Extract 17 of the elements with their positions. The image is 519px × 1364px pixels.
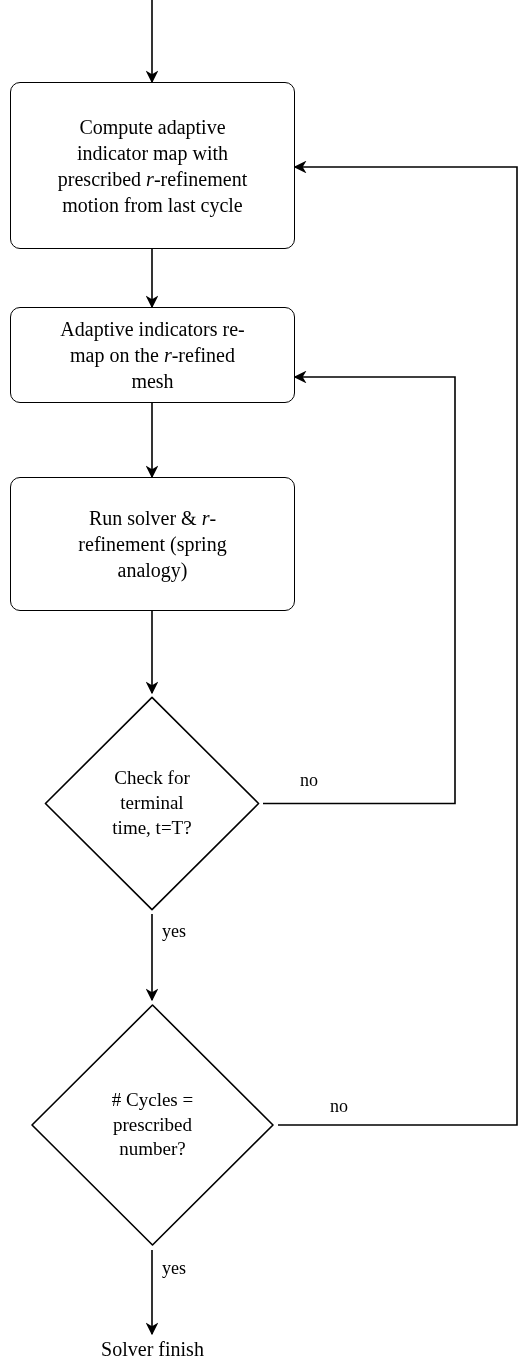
node-text: Run solver & r-refinement (spring analogy) bbox=[77, 506, 228, 583]
end-label: Solver finish bbox=[60, 1334, 245, 1364]
arrow bbox=[262, 370, 456, 805]
process-box bbox=[10, 82, 295, 249]
arrow bbox=[145, 0, 159, 84]
process-box bbox=[10, 307, 295, 403]
arrow bbox=[145, 1249, 159, 1336]
arrow bbox=[145, 248, 159, 309]
node-text: Adaptive indicators re-map on the r-refined mesh bbox=[59, 317, 246, 394]
arrow bbox=[145, 402, 159, 479]
process-box bbox=[10, 477, 295, 611]
arrow bbox=[277, 160, 518, 1126]
node-text: Compute adaptive indicator map with prescribed r-refinement motion from last cycle bbox=[56, 114, 249, 218]
node-text: Check for terminal time, t=T? bbox=[111, 766, 193, 840]
node-text: # Cycles = prescribed number? bbox=[110, 1087, 195, 1162]
arrow bbox=[145, 913, 159, 1002]
arrow bbox=[145, 610, 159, 695]
